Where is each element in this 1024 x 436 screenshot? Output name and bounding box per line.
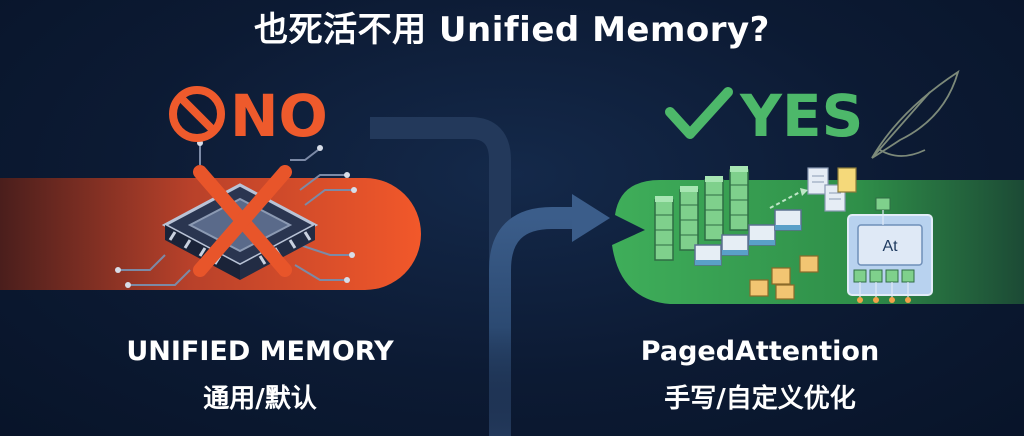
document-icon xyxy=(807,167,857,212)
page-title: 也死活不用 Unified Memory? xyxy=(254,10,770,50)
quill-icon xyxy=(871,69,960,159)
checkmark-icon xyxy=(665,87,733,139)
no-verdict: NO xyxy=(230,82,328,150)
unified-memory-sublabel: 通用/默认 xyxy=(203,384,317,414)
paged-attention-band xyxy=(612,180,1024,304)
attention-block-diagram: At xyxy=(847,197,933,303)
flow-arrow xyxy=(370,117,610,436)
memory-blocks xyxy=(654,166,819,300)
attention-block-label: At xyxy=(882,238,898,255)
yes-verdict: YES xyxy=(740,82,864,150)
prohibited-icon xyxy=(169,86,225,142)
unified-memory-label: UNIFIED MEMORY xyxy=(126,336,394,367)
paged-attention-label: PagedAttention xyxy=(640,336,880,367)
cross-icon xyxy=(193,165,292,277)
paged-attention-sublabel: 手写/自定义优化 xyxy=(664,384,856,414)
